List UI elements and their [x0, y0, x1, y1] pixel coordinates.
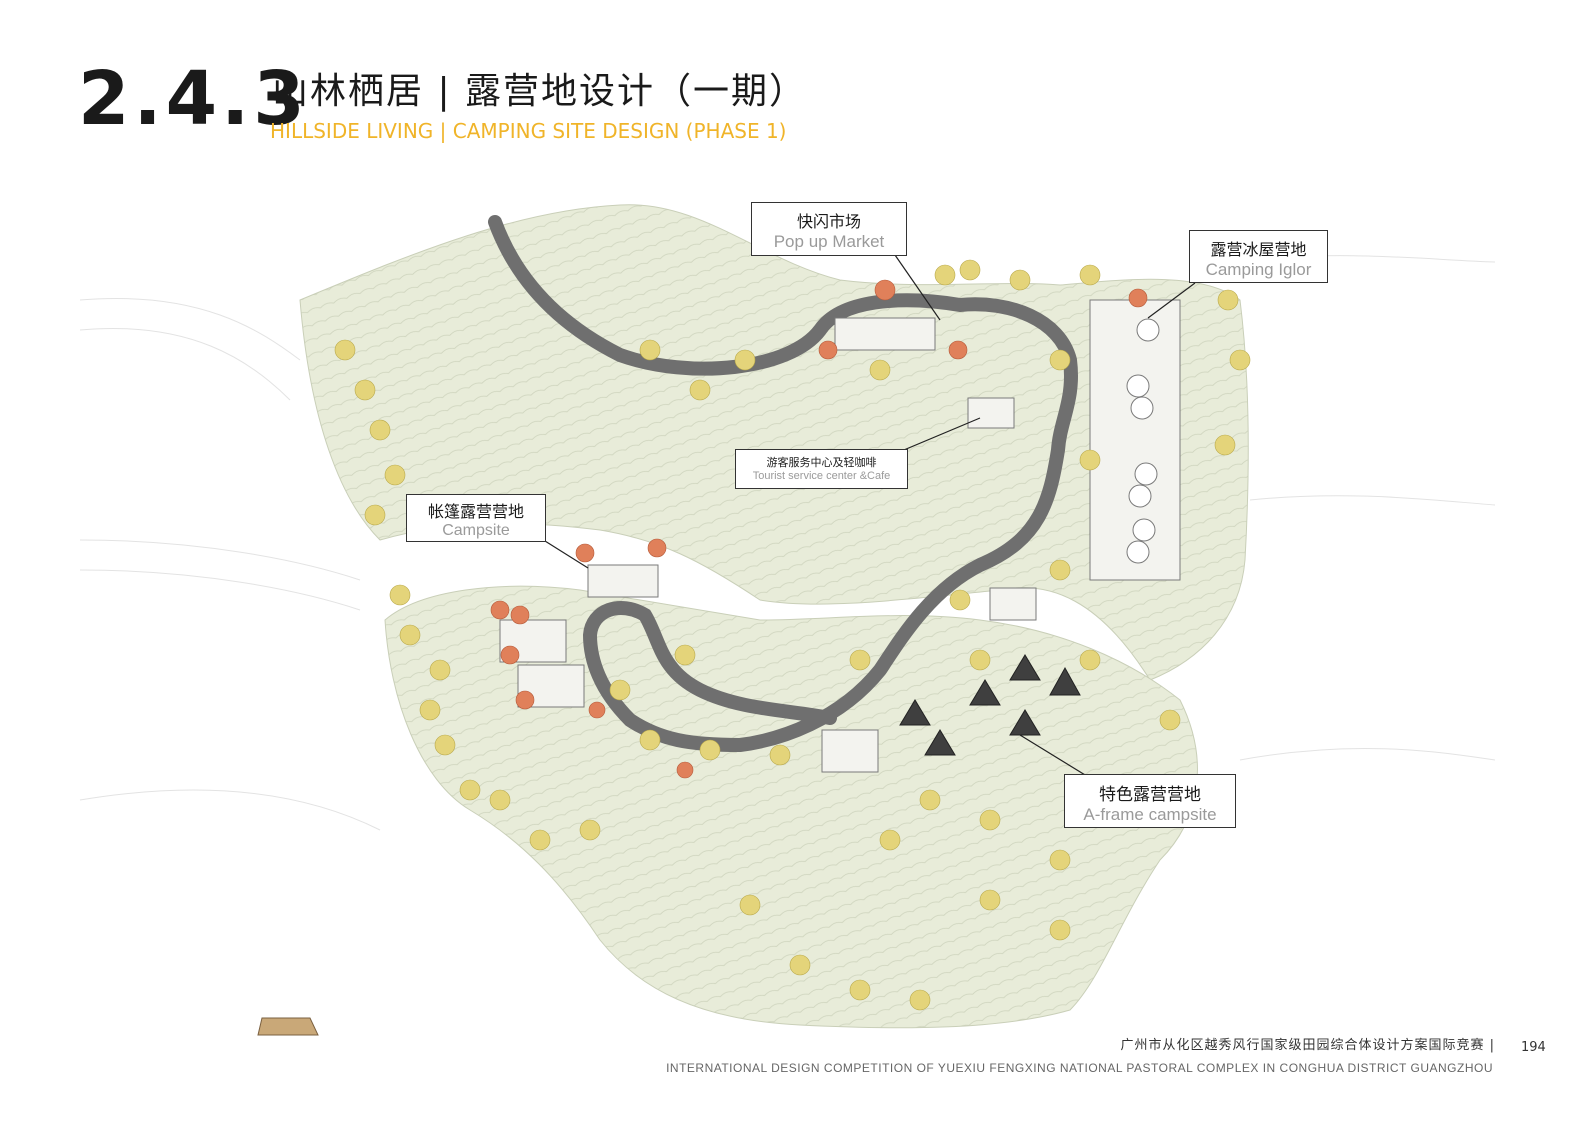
trees-orange [490, 279, 1148, 779]
tent-area-2 [517, 664, 585, 708]
callout-camping-igloo-cn: 露营冰屋营地 [1210, 240, 1307, 259]
page-title-en: HILLSIDE LIVING | CAMPING SITE DESIGN (P… [270, 119, 787, 143]
cafe-building [989, 587, 1037, 621]
popup-market-building [834, 317, 936, 351]
page-title-cn: 山林栖居 | 露营地设计（一期） [272, 71, 808, 112]
callout-aframe: 特色露营营地 A-frame campsite [1064, 774, 1236, 828]
a-frame-cabins [899, 654, 1081, 756]
callout-tourist-center: 游客服务中心及轻咖啡 Tourist service center &Cafe [735, 449, 908, 489]
igloo-domes [1126, 318, 1160, 564]
callout-camping-igloo-en: Camping Iglor [1205, 260, 1312, 279]
callout-popup-market: 快闪市场 Pop up Market [751, 202, 907, 256]
tourist-center-building [967, 397, 1015, 429]
section-number: 2.4.3 [78, 56, 309, 142]
section-cut-marker [257, 1017, 319, 1036]
footer-title-cn: 广州市从化区越秀风行国家级田园综合体设计方案国际竞赛 | [1120, 1038, 1495, 1053]
callout-popup-market-cn: 快闪市场 [796, 212, 861, 231]
igloo-deck [1089, 299, 1181, 581]
callout-campsite-en: Campsite [442, 522, 510, 539]
callout-aframe-cn: 特色露营营地 [1099, 785, 1201, 805]
callout-camping-igloo: 露营冰屋营地 Camping Iglor [1189, 230, 1328, 283]
footer-title-en: INTERNATIONAL DESIGN COMPETITION OF YUEX… [666, 1061, 1493, 1075]
campsite-platform [587, 564, 659, 598]
callout-aframe-en: A-frame campsite [1083, 805, 1217, 824]
main-road [488, 215, 1078, 753]
callout-tourist-center-cn: 游客服务中心及轻咖啡 [766, 456, 877, 469]
callout-popup-market-en: Pop up Market [773, 232, 885, 251]
callout-campsite-cn: 帐篷露营营地 [427, 502, 524, 521]
callout-leaders [544, 254, 1196, 779]
pavilion [821, 729, 879, 773]
trees-yellow [334, 259, 1251, 1011]
page-number: 194 [1521, 1040, 1546, 1055]
callout-tourist-center-en: Tourist service center &Cafe [752, 470, 891, 482]
callout-campsite: 帐篷露营营地 Campsite [406, 494, 546, 542]
